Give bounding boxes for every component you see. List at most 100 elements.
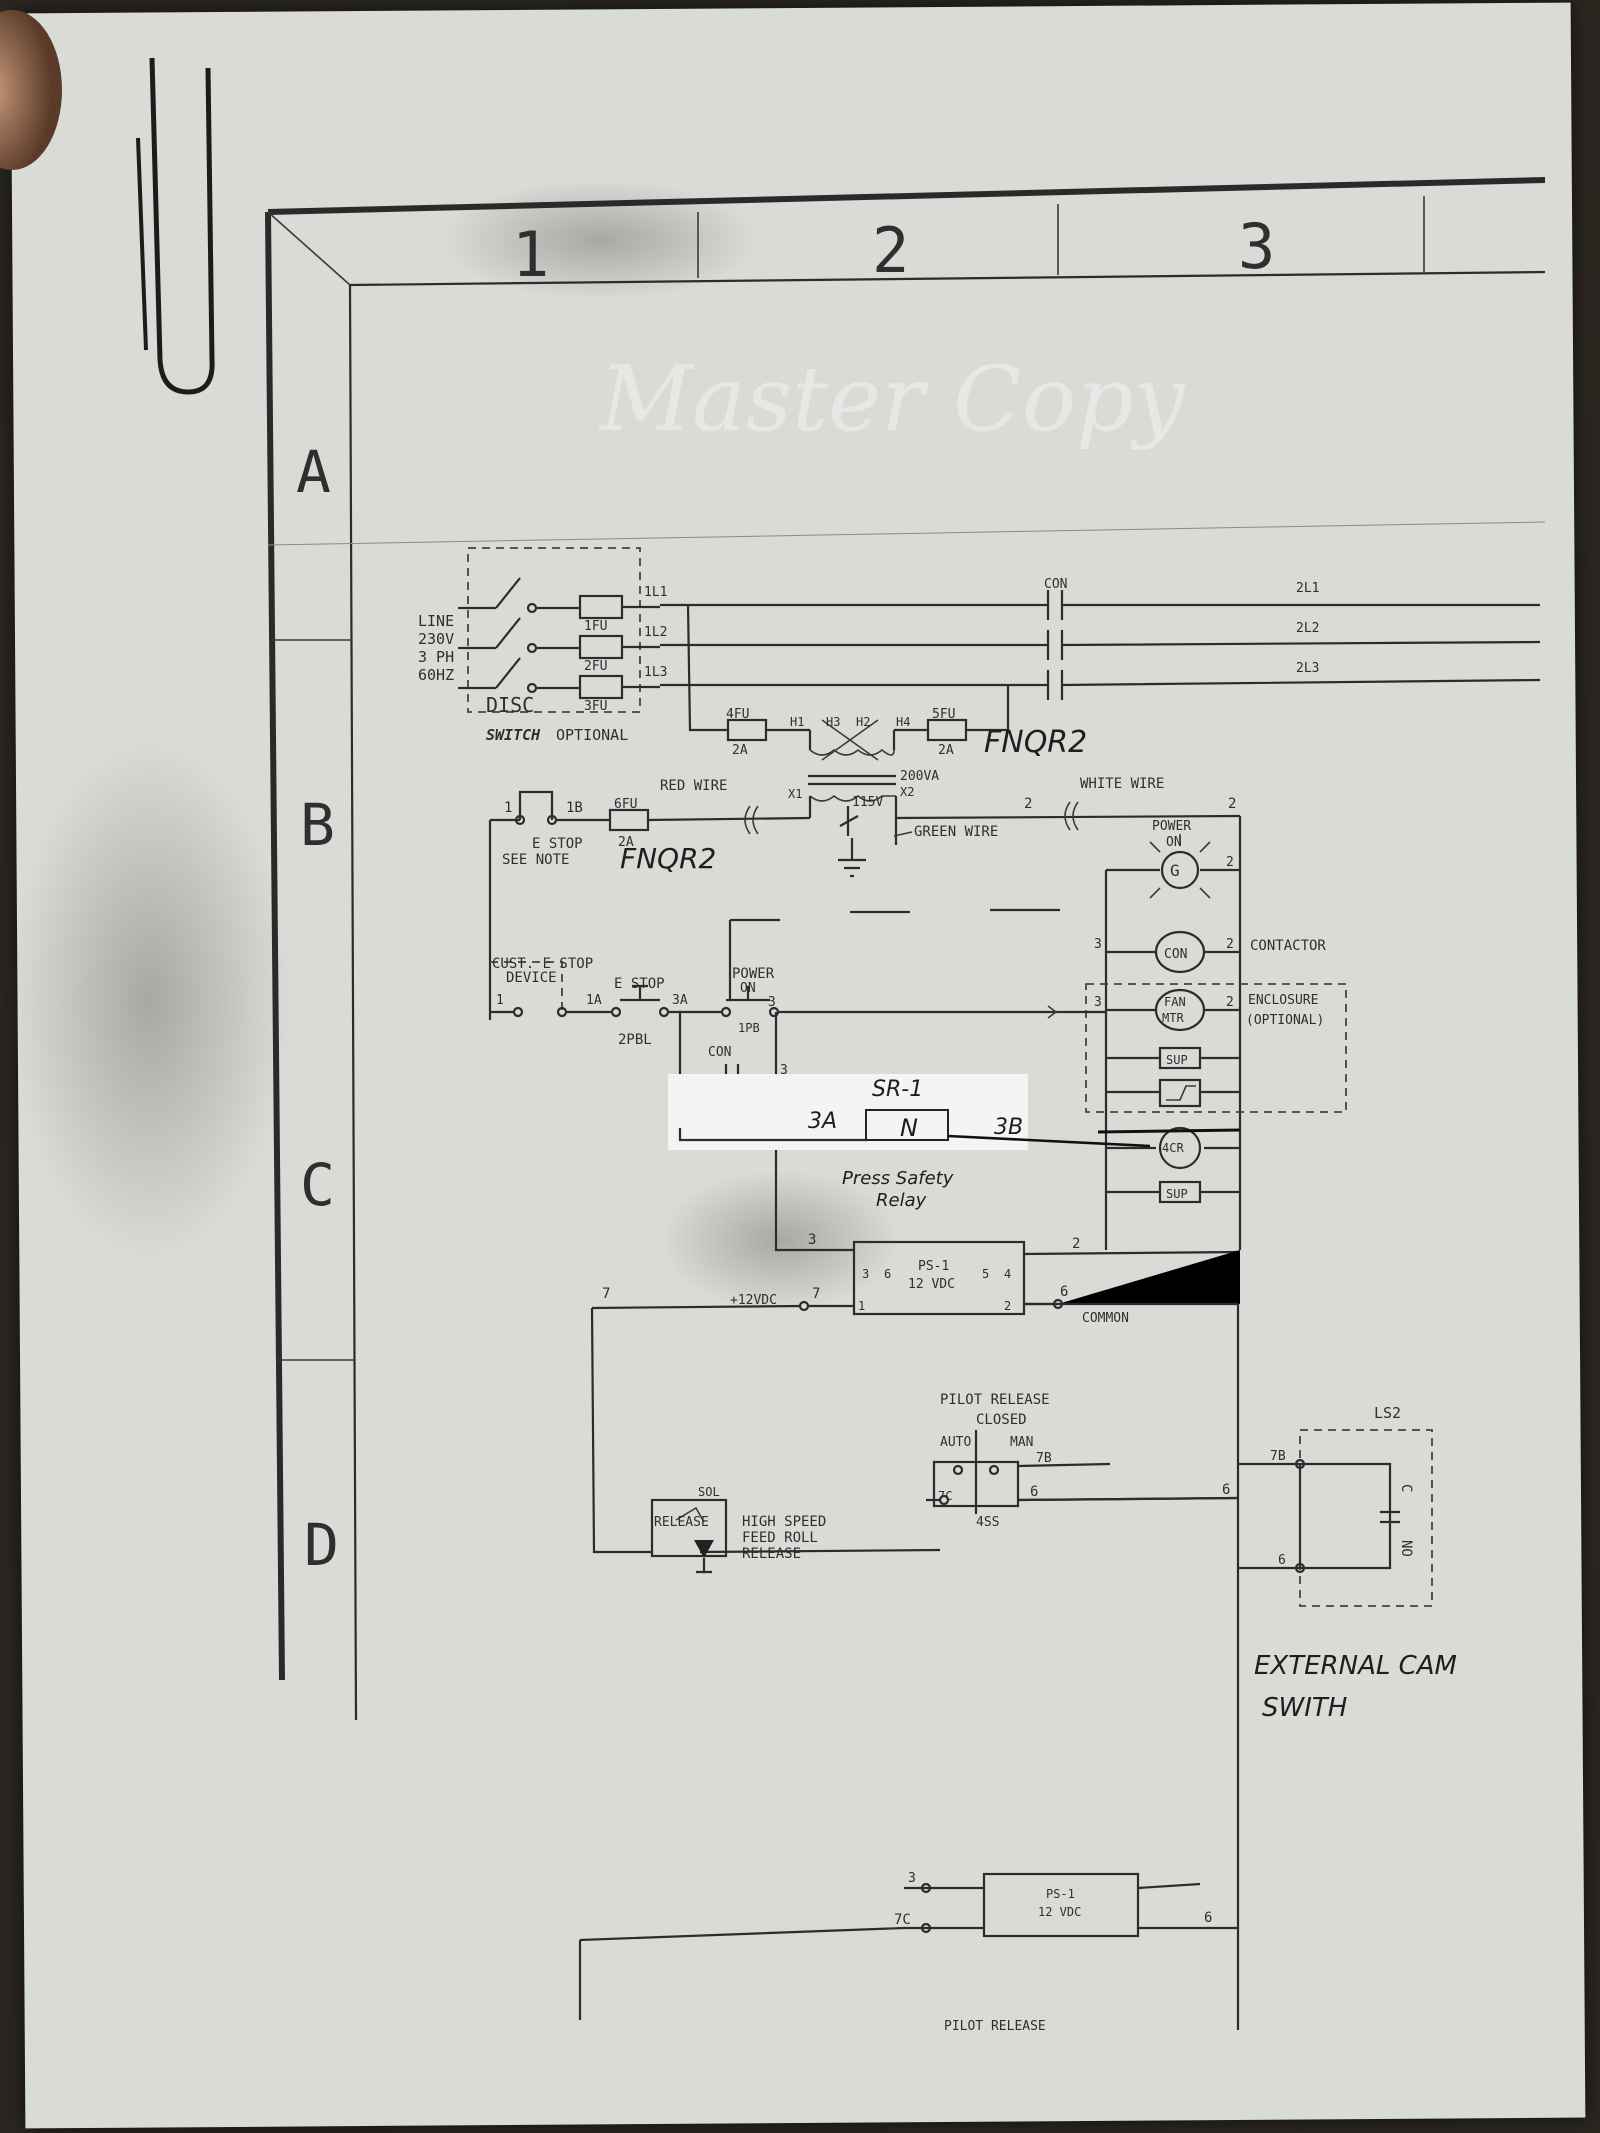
safety-relay-caption: Press Safety bbox=[842, 1168, 954, 1189]
control-top-rung: 1 1B 6FU 2A RED WIRE WHITE WIRE GREEN WI… bbox=[488, 776, 1242, 1250]
limit-switch-ls2: LS2 NO C 7B 6 bbox=[1238, 1404, 1433, 1607]
handwritten-cam-note: EXTERNAL CAM bbox=[1254, 1651, 1457, 1681]
row-label: A bbox=[296, 438, 331, 506]
load-column: G POWER ON CON CONTACTOR FAN MTR ENCLOSU… bbox=[1085, 819, 1347, 1250]
main-fuses: 1FU 2FU 3FU bbox=[578, 594, 660, 714]
toner-smudge bbox=[10, 740, 290, 1260]
svg-text:3FU: 3FU bbox=[584, 699, 607, 714]
svg-text:2: 2 bbox=[1226, 937, 1234, 952]
watermark: Master Copy bbox=[598, 347, 1186, 452]
svg-text:E STOP: E STOP bbox=[532, 836, 583, 852]
svg-text:4SS: 4SS bbox=[976, 1515, 999, 1530]
svg-text:115V: 115V bbox=[852, 795, 883, 810]
svg-text:6: 6 bbox=[1030, 1484, 1038, 1500]
svg-text:5: 5 bbox=[982, 1267, 989, 1281]
svg-text:MTR: MTR bbox=[1162, 1011, 1184, 1025]
svg-text:FEED ROLL: FEED ROLL bbox=[742, 1530, 818, 1546]
svg-text:RELEASE: RELEASE bbox=[742, 1546, 801, 1562]
svg-text:6: 6 bbox=[884, 1267, 891, 1281]
contactor-main-label: CON bbox=[1044, 577, 1067, 592]
svg-text:H1: H1 bbox=[790, 715, 804, 729]
svg-text:PS-1: PS-1 bbox=[918, 1259, 949, 1274]
svg-text:RED WIRE: RED WIRE bbox=[660, 778, 727, 794]
svg-text:7B: 7B bbox=[1036, 1451, 1052, 1466]
svg-text:3 PH: 3 PH bbox=[418, 648, 454, 666]
svg-text:AUTO: AUTO bbox=[940, 1435, 971, 1450]
svg-text:E STOP: E STOP bbox=[614, 976, 665, 992]
svg-text:3: 3 bbox=[808, 1232, 816, 1248]
svg-text:CONTACTOR: CONTACTOR bbox=[1250, 938, 1326, 954]
svg-text:G: G bbox=[1170, 861, 1180, 880]
svg-text:2L1: 2L1 bbox=[1296, 581, 1319, 596]
handwritten-control-fuse: FNQR2 bbox=[620, 842, 716, 875]
paper-clip-inner bbox=[136, 137, 148, 351]
lower-power-supply: PS-1 12 VDC 3 7C 6 PILOT RELEASE bbox=[578, 1871, 1238, 2034]
row-label: C bbox=[300, 1151, 335, 1219]
finger bbox=[0, 10, 62, 170]
svg-text:2: 2 bbox=[1072, 1236, 1080, 1252]
svg-text:2L2: 2L2 bbox=[1296, 621, 1319, 636]
svg-text:4FU: 4FU bbox=[726, 707, 749, 722]
svg-text:3: 3 bbox=[1094, 937, 1102, 952]
svg-text:4CR: 4CR bbox=[1162, 1141, 1184, 1155]
svg-text:1A: 1A bbox=[586, 993, 602, 1008]
svg-text:POWER: POWER bbox=[732, 966, 775, 982]
pilot-release-rung: PILOT RELEASE CLOSED AUTO MAN 4SS 7C 7B … bbox=[590, 1307, 1239, 1574]
border-row-labels: A B C D bbox=[296, 438, 339, 1579]
svg-text:DEVICE: DEVICE bbox=[506, 970, 557, 986]
svg-text:4: 4 bbox=[1004, 1267, 1011, 1281]
svg-text:3A: 3A bbox=[672, 993, 688, 1008]
svg-text:H4: H4 bbox=[896, 715, 910, 729]
svg-text:5FU: 5FU bbox=[932, 707, 955, 722]
svg-text:RELEASE: RELEASE bbox=[654, 1515, 709, 1530]
svg-text:2: 2 bbox=[1226, 995, 1234, 1010]
svg-text:3: 3 bbox=[1094, 995, 1102, 1010]
disconnect-switch bbox=[458, 547, 641, 713]
svg-text:PILOT RELEASE: PILOT RELEASE bbox=[944, 2019, 1046, 2034]
svg-text:2: 2 bbox=[1226, 855, 1234, 870]
safety-relay-wire-in: 3A bbox=[808, 1109, 837, 1134]
drawing-border bbox=[265, 177, 1546, 1721]
svg-text:HIGH SPEED: HIGH SPEED bbox=[742, 1514, 826, 1530]
svg-text:1PB: 1PB bbox=[738, 1021, 760, 1035]
load-terminals: 2L1 2L2 2L3 bbox=[1296, 581, 1319, 676]
paper-clip bbox=[149, 57, 215, 395]
svg-text:3: 3 bbox=[862, 1267, 869, 1281]
svg-text:1B: 1B bbox=[566, 800, 583, 816]
svg-text:60HZ: 60HZ bbox=[418, 666, 454, 684]
svg-text:CON: CON bbox=[1164, 947, 1187, 962]
svg-text:COMMON: COMMON bbox=[1082, 1311, 1129, 1326]
svg-text:ON: ON bbox=[740, 981, 756, 996]
svg-text:6FU: 6FU bbox=[614, 797, 637, 812]
safety-relay-patch bbox=[668, 1074, 1241, 1150]
svg-text:X1: X1 bbox=[788, 787, 802, 801]
handwritten-fuse-note: FNQR2 bbox=[984, 725, 1087, 760]
svg-text:2A: 2A bbox=[938, 743, 954, 758]
svg-text:1L1: 1L1 bbox=[644, 585, 667, 600]
svg-text:LINE: LINE bbox=[418, 612, 454, 630]
svg-text:SUP: SUP bbox=[1166, 1187, 1188, 1201]
svg-text:C: C bbox=[1398, 1484, 1414, 1492]
svg-text:1: 1 bbox=[496, 993, 504, 1008]
svg-text:7: 7 bbox=[812, 1286, 820, 1302]
control-transformer: 4FU 2A 5FU 2A H1 H3 H2 H4 200VA 115V X1 … bbox=[686, 604, 1010, 845]
svg-text:MAN: MAN bbox=[1010, 1435, 1033, 1450]
svg-text:2FU: 2FU bbox=[584, 659, 607, 674]
svg-text:3: 3 bbox=[908, 1871, 916, 1886]
svg-text:FAN: FAN bbox=[1164, 995, 1186, 1009]
svg-text:ENCLOSURE: ENCLOSURE bbox=[1248, 993, 1318, 1008]
svg-text:PILOT RELEASE: PILOT RELEASE bbox=[940, 1392, 1050, 1408]
svg-text:7: 7 bbox=[602, 1286, 610, 1302]
svg-text:POWER: POWER bbox=[1152, 819, 1191, 834]
svg-text:H3: H3 bbox=[826, 715, 840, 729]
svg-text:12 VDC: 12 VDC bbox=[1038, 1905, 1081, 1919]
svg-text:SEE NOTE: SEE NOTE bbox=[502, 852, 569, 868]
switch-note-optional: OPTIONAL bbox=[556, 726, 628, 744]
svg-text:2: 2 bbox=[1228, 796, 1236, 812]
switch-note: SWITCH bbox=[486, 726, 541, 744]
row-label: B bbox=[300, 791, 335, 859]
svg-text:6: 6 bbox=[1278, 1553, 1286, 1568]
svg-text:7C: 7C bbox=[938, 1489, 952, 1503]
estop-rung: CUST. E STOP DEVICE E STOP 2PBL POWER ON… bbox=[490, 908, 1106, 1048]
safety-relay-wire-out: 3B bbox=[994, 1115, 1023, 1140]
